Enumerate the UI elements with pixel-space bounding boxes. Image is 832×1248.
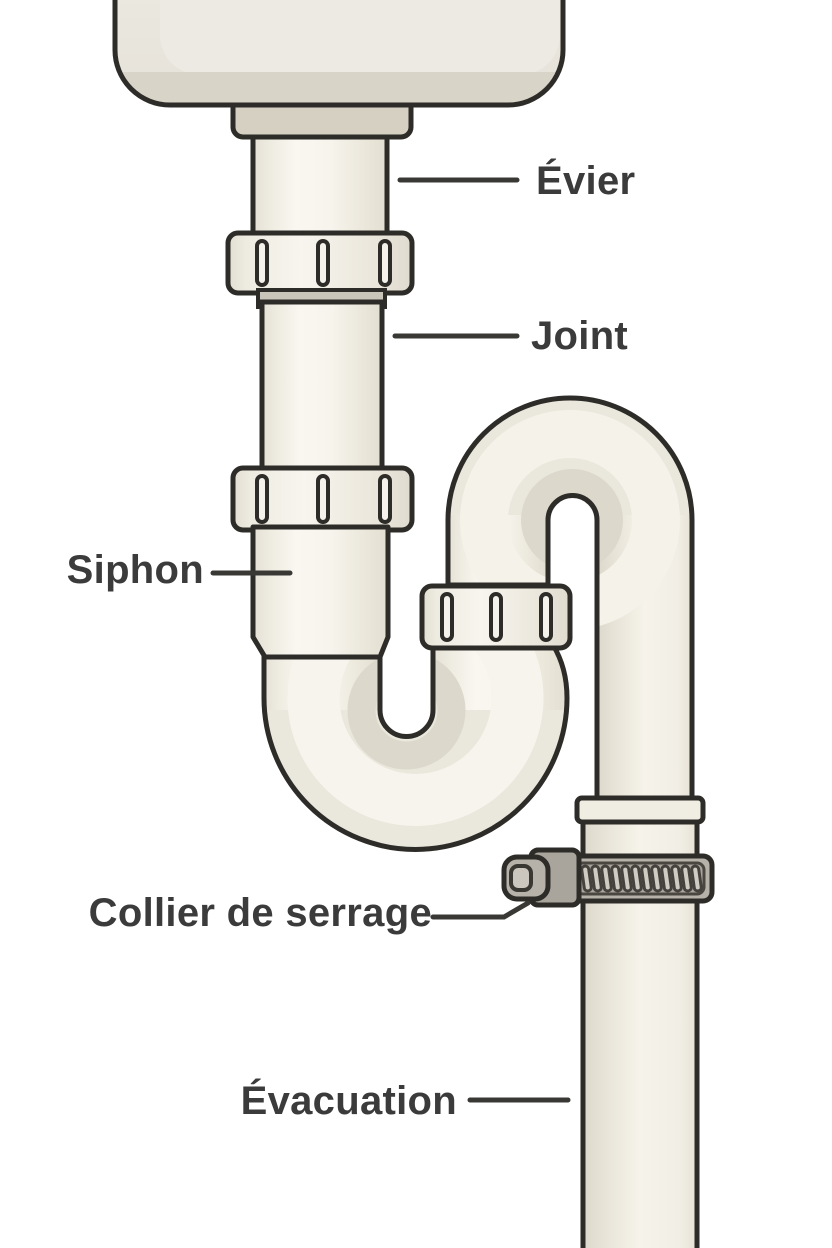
hose-clamp	[501, 847, 715, 908]
leader-line-collier	[430, 900, 531, 920]
label-evier: Évier	[536, 159, 636, 203]
hose-clamp-slots	[580, 864, 703, 893]
tailpiece-pipe	[250, 122, 390, 246]
sink-basin	[112, 0, 566, 108]
label-collier: Collier de serrage	[88, 891, 432, 935]
inlet-pipe	[259, 299, 385, 477]
siphon-body	[250, 524, 391, 660]
hose-clamp-screw-socket	[509, 864, 533, 892]
compression-nut-outlet	[419, 583, 573, 651]
compression-nut-upper	[225, 230, 415, 296]
pipe-collar	[574, 795, 706, 825]
label-siphon: Siphon	[66, 548, 204, 592]
s-bend-over-pipe	[445, 395, 695, 811]
compression-nut-middle	[230, 465, 415, 533]
leader-lines	[210, 177, 571, 1103]
label-joint: Joint	[531, 314, 629, 358]
label-evacuation: Évacuation	[240, 1079, 457, 1123]
